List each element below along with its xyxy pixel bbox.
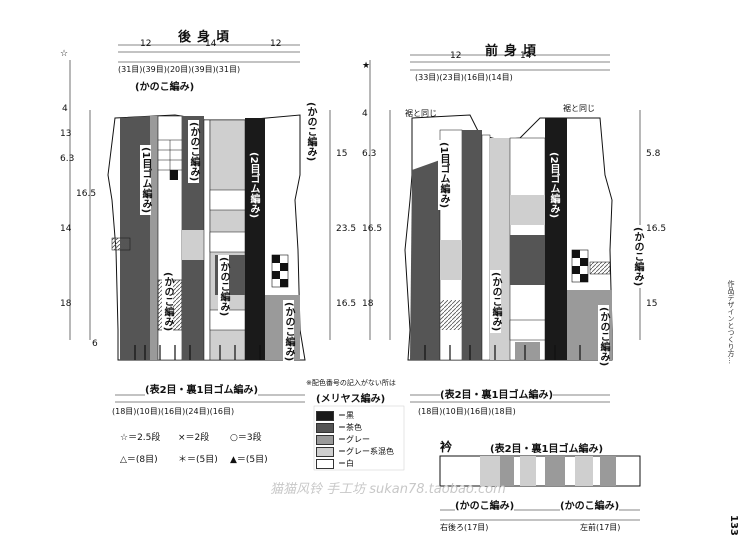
back-dim-r3: 16.5	[336, 299, 357, 309]
gauge-f: ▲＝(5目)	[230, 455, 268, 465]
gauge-e: ＊＝(5目)	[178, 455, 218, 465]
back-width-3: 12	[270, 39, 282, 49]
front-hem-counts: (18目)(10目)(16目)(18目)	[418, 407, 516, 416]
front-body	[369, 54, 641, 403]
back-dim-r2: 23.5	[336, 224, 357, 234]
back-title: 後身頃	[178, 30, 236, 45]
front-note-right: 裾と同じ	[563, 104, 595, 113]
back-dim-l6: 18	[60, 299, 72, 309]
front-top-counts: (33目)(23目)(16目)(14目)	[415, 73, 513, 82]
back-dim-r1: 15	[336, 149, 348, 159]
front-dim-r3: 15	[646, 299, 658, 309]
back-rib2-label: (2目ゴム編み)	[248, 152, 259, 219]
back-dim-l2: 13	[60, 129, 72, 139]
front-title: 前身頃	[485, 44, 543, 59]
front-rib-label: (1目ゴム編み)	[438, 140, 449, 211]
front-width-1: 12	[450, 51, 462, 61]
legend-swatch	[316, 446, 334, 457]
back-hem-label: (表2目・裏1目ゴム編み)	[145, 381, 259, 396]
back-width-1: 12	[140, 39, 152, 49]
legend-label: ＝グレー系混色	[338, 447, 394, 456]
front-width-2: 14	[520, 51, 532, 61]
legend-swatch	[316, 410, 334, 421]
front-note-left: 裾と同じ	[405, 109, 437, 118]
legend-label: ＝白	[338, 459, 354, 468]
front-kanoko-c-label: (かのこ編み)	[632, 225, 643, 289]
page-number: 133	[728, 515, 739, 536]
watermark: 猫猫风铃 手工坊 sukan78.taobao.com	[270, 482, 506, 497]
back-kanoko-left-label: (かのこ編み)	[188, 120, 199, 184]
gauge-c: ○＝3段	[230, 433, 262, 443]
legend-label: ＝グレー	[338, 435, 370, 444]
collar-right-count: 左前(17目)	[580, 523, 621, 532]
back-kanoko-top: (かのこ編み)	[135, 78, 195, 93]
gauge-b: ×＝2段	[178, 433, 210, 443]
legend-gray: ＝グレー	[316, 434, 370, 445]
front-dim-r1: 5.8	[646, 149, 661, 159]
legend-label: ＝黒	[338, 411, 354, 420]
back-dim-l1: 4	[62, 104, 68, 114]
back-width-2: 14	[205, 39, 217, 49]
front-kanoko-a-label: (かのこ編み)	[490, 270, 501, 334]
legend-box	[313, 405, 405, 471]
collar-kanoko-left: (かのこ編み)	[455, 497, 515, 512]
back-dim-l4: 14	[60, 224, 72, 234]
legend-swatch	[316, 422, 334, 433]
legend-black: ＝黒	[316, 410, 354, 421]
collar-piece	[439, 455, 641, 521]
back-dim-l3: 6.3	[60, 154, 75, 164]
legend-swatch	[316, 434, 334, 445]
front-dim-star: ★	[362, 61, 371, 71]
legend-gray-mix: ＝グレー系混色	[316, 446, 394, 457]
back-dim-l5: 16.5	[76, 189, 97, 199]
legend-label: ＝茶色	[338, 423, 362, 432]
back-kanoko-lower-label: (かのこ編み)	[162, 270, 173, 334]
back-kanoko-right-label: (かのこ編み)	[283, 300, 294, 364]
back-kanoko-center-label: (かのこ編み)	[218, 255, 229, 319]
back-top-counts: (31目)(39目)(20目)(39目)(31目)	[118, 65, 241, 74]
gauge-d: △＝(8目)	[120, 455, 158, 465]
gauge-a: ☆＝2.5段	[120, 433, 161, 443]
back-dim-l7: 6	[92, 339, 98, 349]
collar-left-count: 右後ろ(17目)	[440, 523, 489, 532]
back-rib-label: (1目ゴム編み)	[140, 145, 151, 216]
front-rib2-label: (2目ゴム編み)	[548, 152, 559, 219]
collar-kanoko-right: (かのこ編み)	[560, 497, 620, 512]
meriyasu-label: (メリヤス編み)	[316, 390, 386, 405]
side-caption: 作品デザインとつくり方…	[727, 280, 735, 364]
back-hem-counts: (18目)(10目)(16目)(24目)(16目)	[112, 407, 235, 416]
legend-swatch	[316, 458, 334, 469]
front-kanoko-b-label: (かのこ編み)	[598, 305, 609, 369]
back-dim-star: ☆	[60, 49, 69, 59]
collar-rib-label: (表2目・裏1目ゴム編み)	[490, 440, 604, 455]
back-kanoko-mid-label: (かのこ編み)	[305, 100, 316, 164]
front-dim-l2: 6.3	[362, 149, 377, 159]
front-hem-label: (表2目・裏1目ゴム編み)	[440, 386, 554, 401]
front-dim-r2: 16.5	[646, 224, 667, 234]
front-dim-l4: 18	[362, 299, 374, 309]
collar-title: 衿	[440, 440, 455, 454]
meriyasu-note: ※配色番号の記入がない所は	[306, 379, 396, 387]
legend-brown: ＝茶色	[316, 422, 362, 433]
back-body	[69, 44, 331, 403]
legend-white: ＝白	[316, 458, 354, 469]
front-dim-l1: 4	[362, 109, 368, 119]
front-dim-l3: 16.5	[362, 224, 383, 234]
